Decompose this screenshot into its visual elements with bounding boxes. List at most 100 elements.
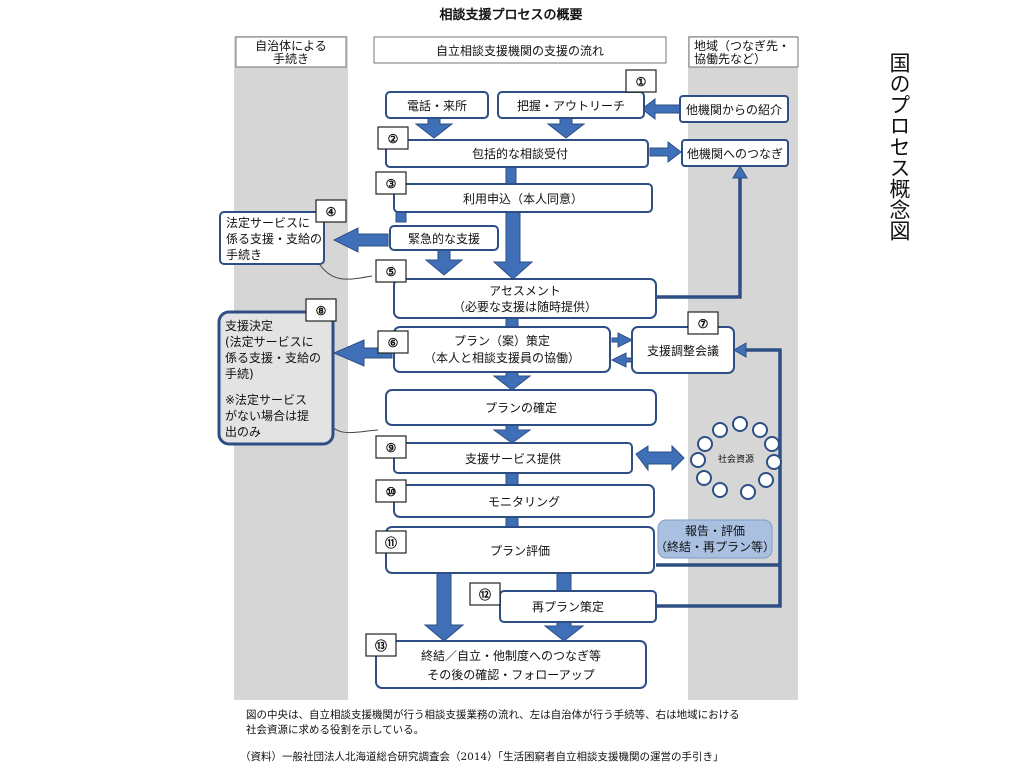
svg-text:係る支援・支給の: 係る支援・支給の — [225, 351, 321, 365]
outreach-box: 把握・アウトリーチ — [497, 91, 645, 119]
svg-text:支援サービス提供: 支援サービス提供 — [465, 451, 561, 466]
svg-text:③: ③ — [386, 177, 397, 191]
svg-text:プランの確定: プランの確定 — [485, 400, 557, 415]
diagram-title: 相談支援プロセスの概要 — [439, 7, 582, 23]
legal-procedure-pointer — [317, 261, 373, 280]
plan-evaluation-box: プラン評価 — [385, 526, 655, 574]
svg-text:他機関からの紹介: 他機関からの紹介 — [686, 102, 782, 117]
referral-out-arrow — [649, 140, 682, 164]
svg-text:出のみ: 出のみ — [225, 425, 261, 439]
svg-text:包括的な相談受付: 包括的な相談受付 — [472, 146, 568, 161]
svg-text:①: ① — [636, 75, 647, 89]
step-5-badge: ⑤ — [375, 259, 407, 283]
svg-text:自治体による: 自治体による — [255, 39, 327, 53]
report-evaluation-box: 報告・評価 （終結・再プラン等） — [655, 519, 775, 559]
assessment-to-referral-line — [656, 176, 742, 299]
service-resource-arrow — [635, 444, 685, 472]
step-2-badge: ② — [377, 126, 409, 150]
coordination-meeting-box: 支援調整会議 — [631, 326, 735, 374]
step-9-badge: ⑨ — [375, 435, 407, 459]
svg-text:支援決定: 支援決定 — [225, 318, 273, 333]
intake-box: 包括的な相談受付 — [385, 139, 649, 168]
svg-text:（必要な支援は随時提供）: （必要な支援は随時提供） — [453, 299, 597, 314]
replan-box: 再プラン策定 — [499, 590, 657, 623]
social-resources-label: 社会資源 — [718, 453, 754, 465]
svg-text:手続き: 手続き — [226, 248, 262, 262]
service-provision-box: 支援サービス提供 — [393, 442, 633, 474]
svg-text:利用申込（本人同意）: 利用申込（本人同意） — [463, 191, 583, 206]
svg-text:(法定サービスに: (法定サービスに — [225, 334, 314, 349]
svg-text:（終結・再プラン等）: （終結・再プラン等） — [655, 539, 775, 554]
svg-text:⑨: ⑨ — [386, 441, 397, 455]
step-11-badge: ⑪ — [375, 530, 407, 554]
svg-text:⑤: ⑤ — [386, 265, 397, 279]
step-10-badge: ⑩ — [375, 479, 407, 503]
side-title: 国のプロセス概念図 — [887, 52, 911, 241]
svg-text:手続): 手続) — [225, 367, 254, 381]
svg-text:自立相談支援機関の支援の流れ: 自立相談支援機関の支援の流れ — [436, 43, 604, 58]
meeting-to-plan-arrow — [610, 352, 633, 368]
svg-text:緊急的な支援: 緊急的な支援 — [408, 231, 480, 246]
legal-procedure-box: 法定サービスに 係る支援・支給の 手続き — [219, 211, 325, 265]
svg-text:地域（つなぎ先・: 地域（つなぎ先・ — [694, 39, 790, 53]
svg-text:その後の確認・フォローアップ: その後の確認・フォローアップ — [427, 667, 595, 682]
monitoring-box: モニタリング — [393, 484, 655, 518]
step-4-badge: ④ — [315, 199, 347, 223]
right-column-header: 地域（つなぎ先・ 協働先など） — [688, 36, 799, 68]
svg-text:アセスメント: アセスメント — [489, 284, 561, 298]
step-6-badge: ⑥ — [377, 330, 409, 354]
replan-to-meeting-line — [656, 348, 782, 608]
svg-text:⑪: ⑪ — [385, 535, 397, 550]
meeting-arrow-head — [733, 342, 747, 358]
emergency-support-box: 緊急的な支援 — [389, 225, 499, 251]
emergency-left-arrow — [332, 227, 389, 253]
caption-line-2: 社会資源に求める役割を示している。 — [246, 724, 425, 736]
decision-left-arrow — [332, 339, 393, 367]
svg-text:⑦: ⑦ — [698, 317, 709, 331]
application-box: 利用申込（本人同意） — [393, 183, 653, 213]
svg-text:がない場合は提: がない場合は提 — [225, 408, 309, 423]
svg-text:（本人と相談支援員の協働）: （本人と相談支援員の協働） — [424, 350, 580, 365]
svg-text:終結／自立・他制度へのつなぎ等: 終結／自立・他制度へのつなぎ等 — [421, 648, 601, 663]
referral-arrow-head — [732, 165, 748, 179]
flow-arrows — [395, 117, 586, 642]
svg-text:係る支援・支給の: 係る支援・支給の — [226, 232, 322, 246]
referral-in-arrow — [641, 97, 681, 121]
svg-text:⑥: ⑥ — [388, 336, 399, 350]
plan-to-meeting-arrow — [611, 332, 634, 348]
svg-text:②: ② — [388, 132, 399, 146]
caption-line-1: 図の中央は、自立相談支援機関が行う相談支援業務の流れ、左は自治体が行う手続等、右… — [246, 709, 740, 721]
svg-text:電話・来所: 電話・来所 — [407, 98, 467, 113]
svg-text:再プラン策定: 再プラン策定 — [532, 599, 604, 614]
support-decision-box: 支援決定 (法定サービスに 係る支援・支給の 手続) ※法定サービス がない場合… — [217, 310, 335, 446]
step-13-badge: ⑬ — [365, 633, 397, 657]
svg-text:協働先など）: 協働先など） — [694, 51, 766, 66]
svg-text:⑩: ⑩ — [386, 485, 397, 499]
assessment-box: アセスメント （必要な支援は随時提供） — [393, 278, 657, 319]
referral-in-box: 他機関からの紹介 — [679, 95, 789, 123]
svg-text:⑧: ⑧ — [316, 304, 327, 318]
svg-text:支援調整会議: 支援調整会議 — [647, 343, 719, 358]
social-resources-ring: 社会資源 — [690, 416, 782, 500]
svg-text:プラン（案）策定: プラン（案）策定 — [454, 333, 550, 348]
step-12-badge: ⑫ — [469, 582, 501, 606]
plan-confirm-box: プランの確定 — [385, 389, 657, 426]
svg-text:他機関へのつなぎ: 他機関へのつなぎ — [687, 146, 783, 161]
svg-text:⑬: ⑬ — [375, 638, 387, 653]
svg-text:プラン評価: プラン評価 — [490, 543, 550, 558]
svg-text:報告・評価: 報告・評価 — [685, 523, 745, 538]
left-column-header: 自治体による 手続き — [235, 36, 347, 68]
center-column-header: 自立相談支援機関の支援の流れ — [373, 36, 667, 64]
phone-visit-box: 電話・来所 — [385, 91, 489, 119]
closure-box: 終結／自立・他制度へのつなぎ等 その後の確認・フォローアップ — [375, 640, 647, 689]
step-7-badge: ⑦ — [687, 311, 719, 335]
svg-text:※法定サービス: ※法定サービス — [225, 392, 307, 407]
referral-out-box: 他機関へのつなぎ — [681, 139, 789, 167]
svg-text:モニタリング: モニタリング — [488, 495, 560, 509]
step-3-badge: ③ — [375, 171, 407, 195]
svg-text:手続き: 手続き — [273, 52, 309, 66]
svg-text:⑫: ⑫ — [479, 587, 491, 602]
svg-text:法定サービスに: 法定サービスに — [226, 215, 310, 230]
caption: 図の中央は、自立相談支援機関が行う相談支援業務の流れ、左は自治体が行う手続等、右… — [246, 708, 806, 738]
